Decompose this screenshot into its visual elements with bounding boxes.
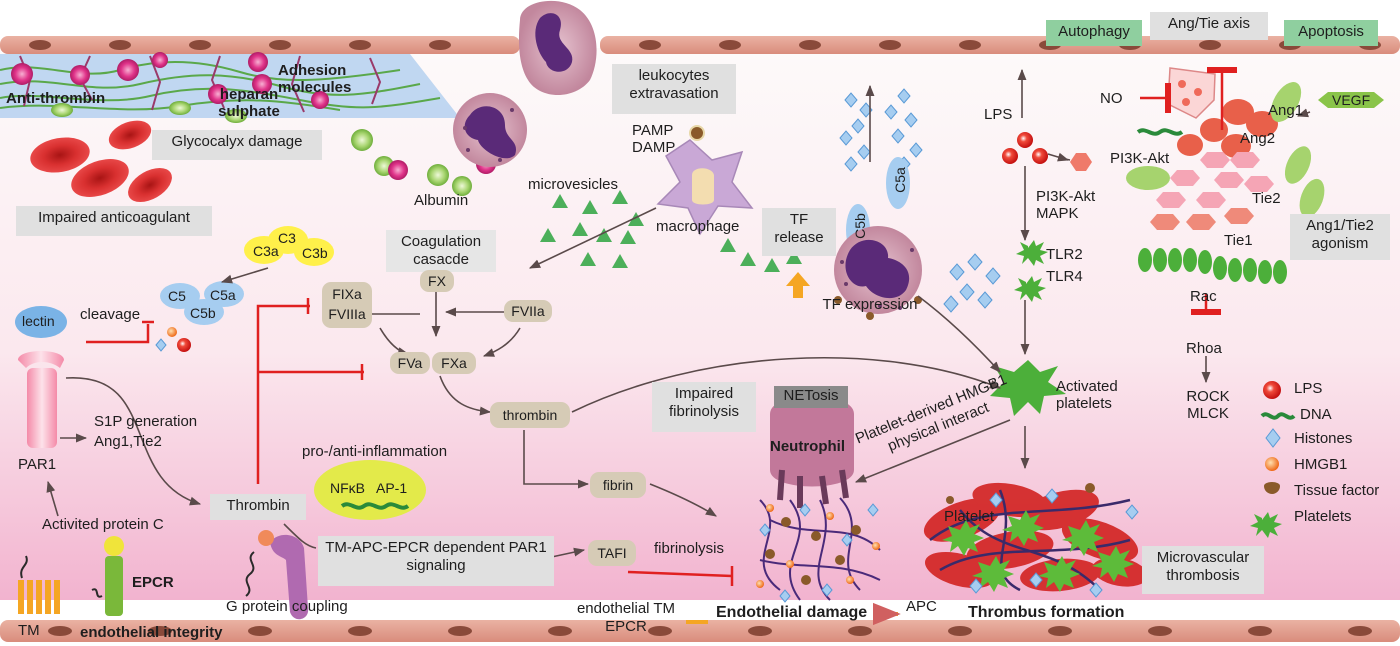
pamp-damp-label: PAMP DAMP [632, 122, 676, 157]
c3-label: C3 [278, 230, 296, 246]
vegf-label: VEGF [1332, 92, 1371, 108]
legend-hmgb1: HMGB1 [1294, 456, 1348, 473]
leukocytes-extravasation-box: leukocytes extravasation [612, 64, 736, 114]
microvesicles-label: microvesicles [528, 176, 619, 193]
rac-label: Rac [1190, 288, 1217, 305]
fviia-pill: FVIIa [504, 300, 552, 322]
netosis-box: NETosis [774, 386, 848, 408]
activated-platelets-label: Activated platelets [1056, 378, 1118, 413]
ang1-label: Ang1 [1268, 102, 1304, 119]
fx-pill: FX [420, 270, 454, 292]
ang-tie-axis-box: Ang/Tie axis [1150, 12, 1268, 40]
albumin-label: Albumin [414, 192, 469, 209]
pro-anti-inflammation-label: pro-/anti-inflammation [302, 443, 448, 460]
endothelial-integrity-label: endothelial integrity [80, 624, 223, 641]
tlr2-label: TLR2 [1046, 246, 1083, 263]
fibrin-pill: fibrin [590, 472, 646, 498]
c5b-oval-label: C5b [851, 213, 868, 239]
lps-label: LPS [984, 106, 1013, 123]
fxa-pill: FXa [432, 352, 476, 374]
epcr-label: EPCR [132, 574, 174, 591]
impaired-anticoagulant-box: Impaired anticoagulant [16, 206, 212, 236]
thrombin-pill: thrombin [490, 402, 570, 428]
s1p-generation-label: S1P generation Ang1,Tie2 [94, 413, 198, 450]
cleavage-label: cleavage [80, 306, 141, 323]
ap1-label: AP-1 [376, 480, 408, 496]
legend-platelets: Platelets [1294, 508, 1352, 525]
pi3k-akt-mapk-label: PI3K-Akt MAPK [1036, 188, 1096, 223]
fibrinolysis-label: fibrinolysis [654, 540, 725, 557]
nfkb-label: NFκB [330, 480, 365, 496]
tf-expression-label: TF expression [822, 296, 918, 313]
rhoa-label: Rhoa [1186, 340, 1222, 357]
lectin-label: lectin [22, 313, 55, 329]
endothelial-tm-epcr-label: endothelial TM EPCR [576, 600, 676, 635]
no-label: NO [1100, 90, 1123, 107]
thrombin-box: Thrombin [210, 494, 306, 520]
coagulation-cascade-box: Coagulation casacde [386, 230, 496, 272]
platelet-label: Platelet [944, 508, 995, 525]
legend-tissue-factor: Tissue factor [1294, 482, 1380, 499]
endothelial-damage-label: Endothelial damage [716, 604, 868, 621]
tm-apc-epcr-box: TM-APC-EPCR dependent PAR1 signaling [318, 536, 554, 586]
microvascular-thrombosis-box: Microvascular thrombosis [1142, 546, 1264, 594]
tie1-label: Tie1 [1224, 232, 1253, 249]
c5-label: C5 [168, 288, 186, 304]
ang2-label: Ang2 [1240, 130, 1276, 147]
c3b-label: C3b [302, 245, 328, 261]
legend-dna: DNA [1300, 406, 1332, 423]
macrophage-label: macrophage [656, 218, 740, 235]
pi3k-akt-label: PI3K-Akt [1110, 150, 1170, 167]
activited-protein-c-label: Activited protein C [42, 516, 164, 533]
legend-lps: LPS [1294, 380, 1323, 397]
thrombus-formation-label: Thrombus formation [968, 604, 1125, 621]
tafi-pill: TAFI [588, 540, 636, 566]
tlr4-label: TLR4 [1046, 268, 1083, 285]
c5a-label: C5a [210, 287, 236, 303]
adhesion-molecules-label: Adhesion molecules [278, 62, 352, 97]
impaired-fibrinolysis-box: Impaired fibrinolysis [652, 382, 756, 432]
rock-mlck-label: ROCK MLCK [1186, 388, 1230, 423]
c3a-label: C3a [253, 243, 279, 259]
c5b-label: C5b [190, 305, 216, 321]
anti-thrombin-label: Anti-thrombin [6, 90, 106, 107]
legend-histones: Histones [1294, 430, 1353, 447]
apoptosis-box: Apoptosis [1284, 20, 1378, 46]
ang1-tie2-agonism-box: Ang1/Tie2 agonism [1290, 214, 1390, 260]
glycocalyx-damage-box: Glycocalyx damage [152, 130, 322, 160]
par1-label: PAR1 [18, 456, 57, 473]
neutrophil-label: Neutrophil [770, 438, 845, 455]
fixa-fviiia-pill: FIXa FVIIIa [322, 282, 372, 328]
fva-pill: FVa [390, 352, 430, 374]
tie2-label: Tie2 [1252, 190, 1281, 207]
c5a-oval-label: C5a [891, 167, 908, 193]
heparan-sulphate-label: heparan sulphate [218, 86, 280, 121]
tf-release-box: TF release [762, 208, 836, 256]
tm-label: TM [18, 622, 40, 639]
g-protein-coupling-label: G protein coupling [226, 598, 348, 615]
autophagy-box: Autophagy [1046, 20, 1142, 46]
apc-label: APC [906, 598, 937, 615]
